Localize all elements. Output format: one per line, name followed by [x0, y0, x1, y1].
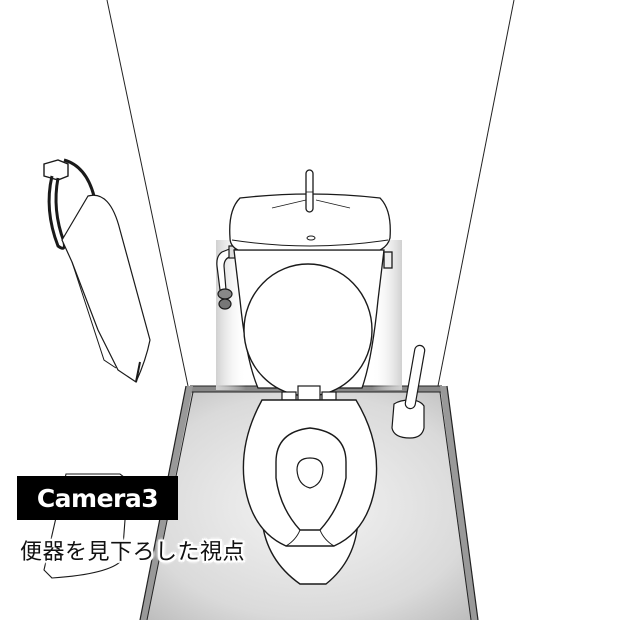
camera-description: 便器を見下ろした視点 [20, 540, 246, 565]
water-supply-pipe [216, 245, 236, 310]
wall-lines [106, 0, 515, 387]
toilet-bowl [242, 399, 378, 585]
toilet-paper-holder [43, 158, 151, 383]
camera-label: Camera3 [36, 483, 159, 513]
toilet-brush [391, 344, 426, 439]
floor-mat [43, 473, 129, 579]
camera-label-box: Camera3 [17, 476, 178, 520]
toilet-lid [243, 263, 373, 397]
